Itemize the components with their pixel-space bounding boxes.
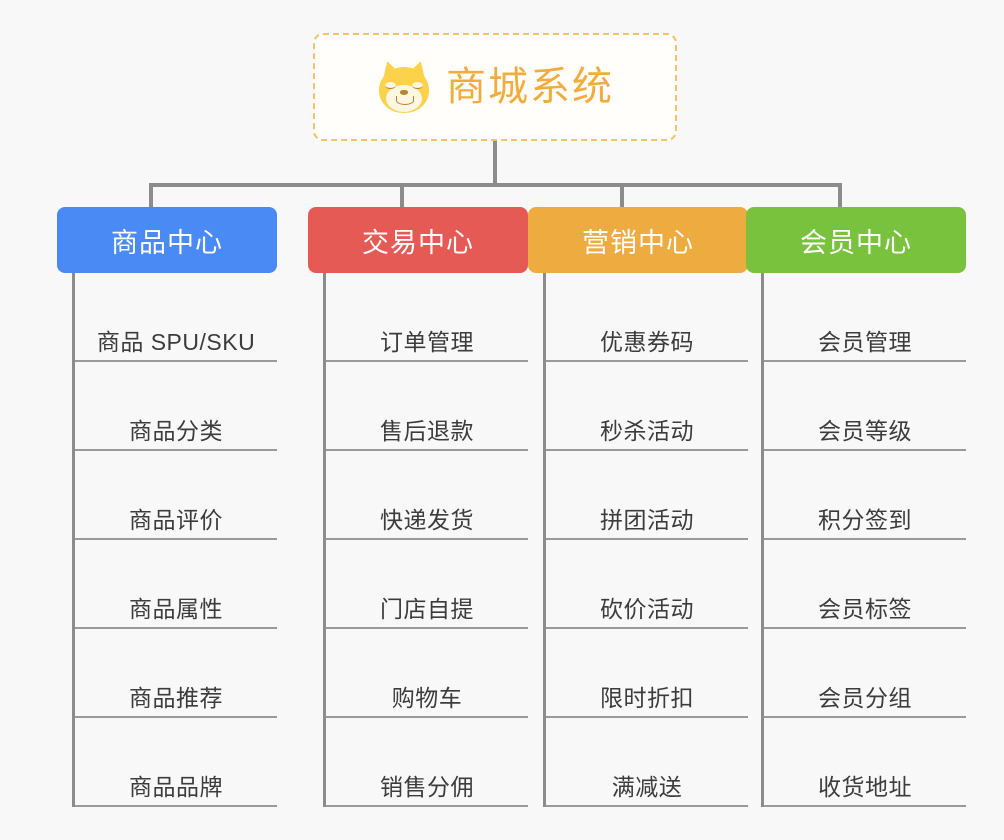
leaf-list-marketing-center: 优惠券码 秒杀活动 拼团活动 砍价活动 限时折扣 满减送 bbox=[543, 273, 748, 807]
list-item[interactable]: 商品品牌 bbox=[75, 718, 277, 807]
leaf-label: 积分签到 bbox=[818, 507, 912, 533]
leaf-label: 限时折扣 bbox=[600, 685, 694, 711]
leaf-label: 售后退款 bbox=[380, 418, 474, 444]
dog-face-icon bbox=[376, 58, 432, 115]
leaf-label: 砍价活动 bbox=[600, 596, 694, 622]
connector-root-stem bbox=[493, 141, 497, 185]
leaf-label: 商品属性 bbox=[129, 596, 223, 622]
connector-drop-4 bbox=[838, 183, 842, 209]
branch-marketing-center: 营销中心 优惠券码 秒杀活动 拼团活动 砍价活动 限时折扣 满减送 bbox=[528, 207, 748, 807]
list-item[interactable]: 满减送 bbox=[546, 718, 748, 807]
connector-drop-3 bbox=[620, 183, 624, 209]
leaf-label: 会员等级 bbox=[818, 418, 912, 444]
leaf-label: 满减送 bbox=[611, 774, 683, 800]
list-item[interactable]: 快递发货 bbox=[326, 451, 528, 540]
leaf-label: 订单管理 bbox=[380, 329, 474, 355]
leaf-label: 销售分佣 bbox=[380, 774, 474, 800]
branch-member-center: 会员中心 会员管理 会员等级 积分签到 会员标签 会员分组 收货地址 bbox=[746, 207, 966, 807]
list-item[interactable]: 会员标签 bbox=[764, 540, 966, 629]
connector-horizontal-bus bbox=[149, 183, 842, 187]
leaf-label: 会员标签 bbox=[818, 596, 912, 622]
leaf-label: 商品分类 bbox=[129, 418, 223, 444]
list-item[interactable]: 售后退款 bbox=[326, 362, 528, 451]
leaf-list-trade-center: 订单管理 售后退款 快递发货 门店自提 购物车 销售分佣 bbox=[323, 273, 528, 807]
list-item[interactable]: 拼团活动 bbox=[546, 451, 748, 540]
leaf-label: 收货地址 bbox=[818, 774, 912, 800]
list-item[interactable]: 商品属性 bbox=[75, 540, 277, 629]
category-header-trade-center[interactable]: 交易中心 bbox=[308, 207, 528, 273]
leaf-label: 拼团活动 bbox=[600, 507, 694, 533]
list-item[interactable]: 优惠券码 bbox=[546, 273, 748, 362]
list-item[interactable]: 会员分组 bbox=[764, 629, 966, 718]
list-item[interactable]: 积分签到 bbox=[764, 451, 966, 540]
leaf-list-member-center: 会员管理 会员等级 积分签到 会员标签 会员分组 收货地址 bbox=[761, 273, 966, 807]
connector-drop-1 bbox=[149, 183, 153, 209]
list-item[interactable]: 会员管理 bbox=[764, 273, 966, 362]
list-item[interactable]: 会员等级 bbox=[764, 362, 966, 451]
leaf-label: 门店自提 bbox=[380, 596, 474, 622]
list-item[interactable]: 商品评价 bbox=[75, 451, 277, 540]
list-item[interactable]: 秒杀活动 bbox=[546, 362, 748, 451]
list-item[interactable]: 砍价活动 bbox=[546, 540, 748, 629]
leaf-label: 商品推荐 bbox=[129, 685, 223, 711]
list-item[interactable]: 商品 SPU/SKU bbox=[75, 273, 277, 362]
branch-trade-center: 交易中心 订单管理 售后退款 快递发货 门店自提 购物车 销售分佣 bbox=[308, 207, 528, 807]
leaf-label: 会员管理 bbox=[818, 329, 912, 355]
root-node-mall-system[interactable]: 商城系统 bbox=[313, 33, 677, 141]
root-title: 商城系统 bbox=[446, 65, 614, 109]
list-item[interactable]: 商品推荐 bbox=[75, 629, 277, 718]
category-header-marketing-center[interactable]: 营销中心 bbox=[528, 207, 748, 273]
leaf-label: 商品评价 bbox=[129, 507, 223, 533]
list-item[interactable]: 限时折扣 bbox=[546, 629, 748, 718]
list-item[interactable]: 商品分类 bbox=[75, 362, 277, 451]
category-header-product-center[interactable]: 商品中心 bbox=[57, 207, 277, 273]
list-item[interactable]: 销售分佣 bbox=[326, 718, 528, 807]
connector-drop-2 bbox=[400, 183, 404, 209]
leaf-list-product-center: 商品 SPU/SKU 商品分类 商品评价 商品属性 商品推荐 商品品牌 bbox=[72, 273, 277, 807]
list-item[interactable]: 收货地址 bbox=[764, 718, 966, 807]
leaf-label: 商品 SPU/SKU bbox=[96, 329, 256, 355]
list-item[interactable]: 订单管理 bbox=[326, 273, 528, 362]
category-header-member-center[interactable]: 会员中心 bbox=[746, 207, 966, 273]
leaf-label: 购物车 bbox=[391, 685, 463, 711]
leaf-label: 会员分组 bbox=[818, 685, 912, 711]
leaf-label: 优惠券码 bbox=[600, 329, 694, 355]
leaf-label: 秒杀活动 bbox=[600, 418, 694, 444]
list-item[interactable]: 门店自提 bbox=[326, 540, 528, 629]
leaf-label: 商品品牌 bbox=[129, 774, 223, 800]
list-item[interactable]: 购物车 bbox=[326, 629, 528, 718]
leaf-label: 快递发货 bbox=[380, 507, 474, 533]
branch-product-center: 商品中心 商品 SPU/SKU 商品分类 商品评价 商品属性 商品推荐 商品品牌 bbox=[57, 207, 277, 807]
